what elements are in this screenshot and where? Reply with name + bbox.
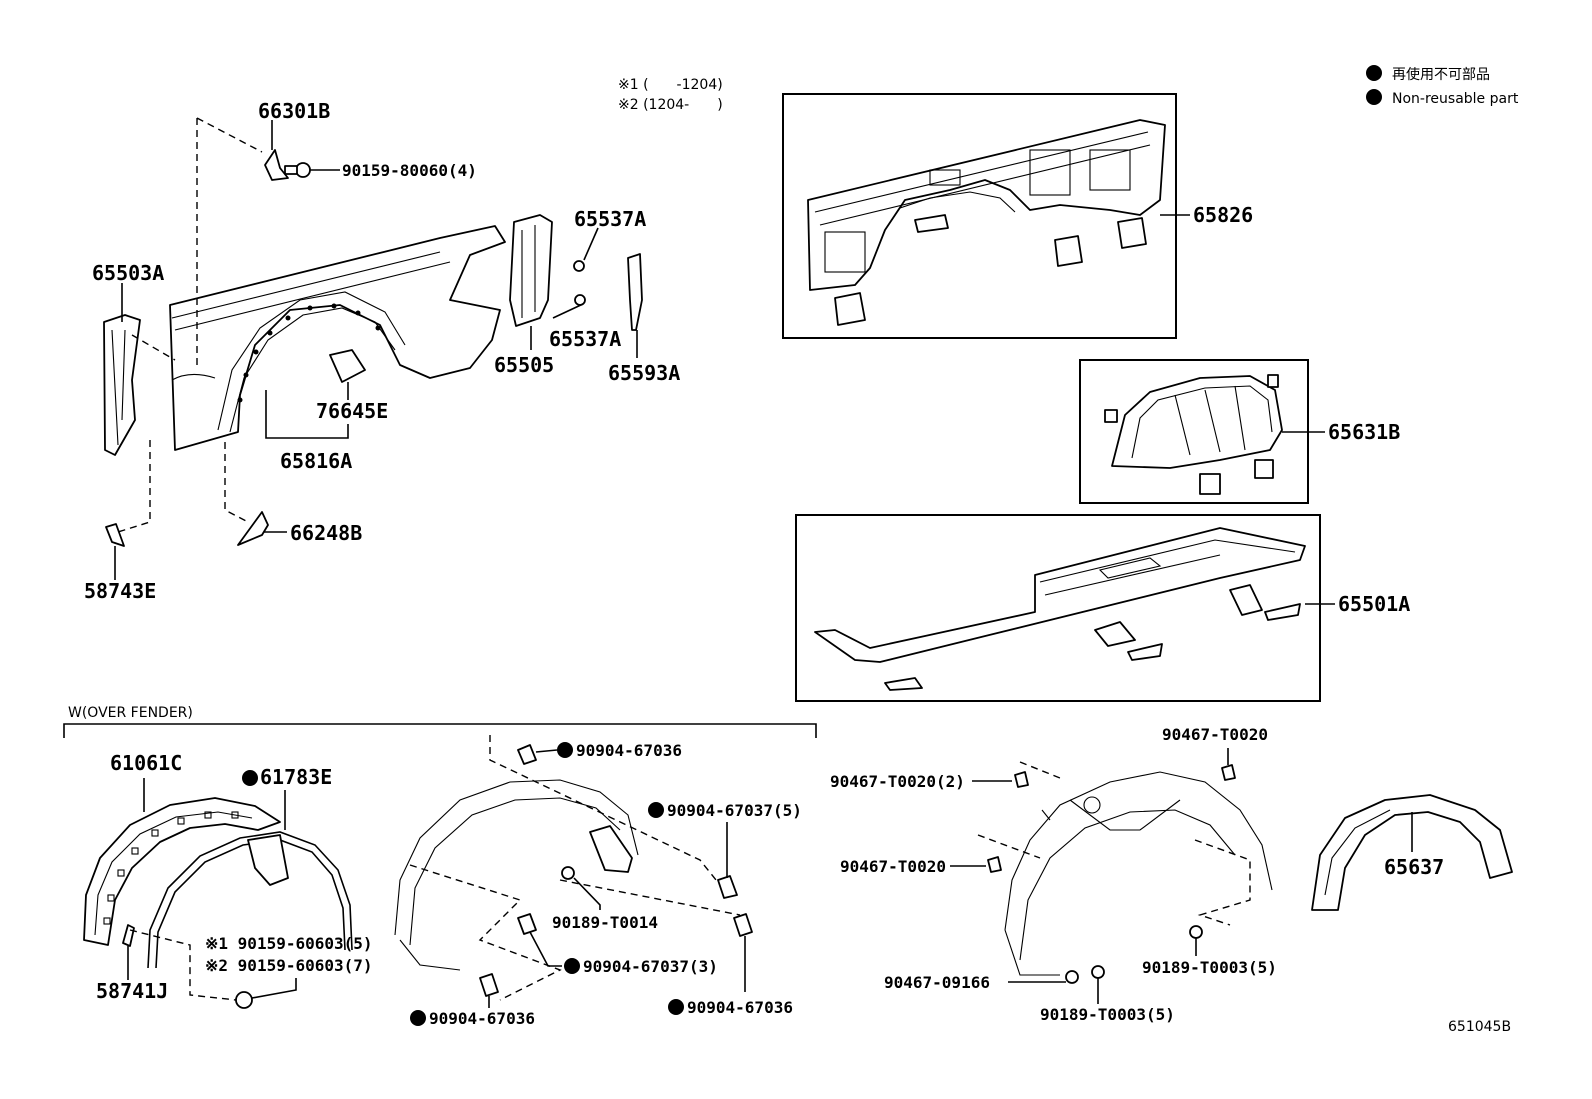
legend: 再使用不可部品 Non-reusable part bbox=[1366, 65, 1519, 107]
label-90467-T0020-mid: 90467-T0020 bbox=[840, 857, 946, 876]
non-reusable-dot-icon bbox=[1366, 65, 1382, 81]
inner-panel-65826 bbox=[807, 119, 1166, 326]
reinforcement-65505 bbox=[509, 214, 553, 327]
screw-icon bbox=[235, 991, 253, 1009]
bracket-66301B bbox=[264, 149, 289, 181]
label-76645E: 76645E bbox=[316, 399, 388, 423]
over-fender-61061C bbox=[83, 797, 281, 946]
label-90467-T0020-top: 90467-T0020 bbox=[1162, 725, 1268, 744]
label-66248B: 66248B bbox=[290, 521, 362, 545]
floor-sill-65501A bbox=[814, 527, 1306, 691]
section-bracket bbox=[63, 723, 817, 738]
box-65501A bbox=[795, 514, 1321, 702]
label-61061C: 61061C bbox=[110, 751, 182, 775]
label-90904-67036-a: 90904-67036 bbox=[576, 741, 682, 760]
moulding-61783E bbox=[147, 831, 353, 969]
label-90189-T0014: 90189-T0014 bbox=[552, 913, 658, 932]
label-58743E: 58743E bbox=[84, 579, 156, 603]
piece-58743E bbox=[105, 523, 125, 547]
bolt-icon bbox=[295, 162, 311, 178]
wheel-house-65631B bbox=[1104, 374, 1283, 495]
non-reusable-dot-icon bbox=[564, 958, 580, 974]
rivet-dots bbox=[237, 303, 381, 403]
non-reusable-dot-icon bbox=[557, 742, 573, 758]
label-65637: 65637 bbox=[1384, 855, 1444, 879]
outer-panel-assembly bbox=[103, 117, 643, 580]
label-90159-80060: 90159-80060(4) bbox=[342, 161, 477, 180]
label-65593A: 65593A bbox=[608, 361, 680, 385]
label-65816A: 65816A bbox=[280, 449, 352, 473]
section-label: W(OVER FENDER) bbox=[68, 705, 193, 721]
non-reusable-dot-icon bbox=[410, 1010, 426, 1026]
clip-icon bbox=[574, 294, 586, 306]
plate-76645E bbox=[329, 349, 366, 383]
legend-jp: 再使用不可部品 bbox=[1392, 66, 1490, 83]
label-58741J: 58741J bbox=[96, 979, 168, 1003]
diagram-id: 651045B bbox=[1448, 1019, 1511, 1035]
label-90467-T0020-2: 90467-T0020(2) bbox=[830, 772, 965, 791]
piece-58741J bbox=[122, 924, 135, 947]
label-90159-60603-1: ※1 90159-60603(5) bbox=[205, 934, 373, 953]
note-1: ※1 ( -1204) bbox=[618, 77, 723, 93]
box-65826 bbox=[782, 93, 1177, 339]
label-90189-T0003-a: 90189-T0003(5) bbox=[1142, 958, 1277, 977]
label-65631B: 65631B bbox=[1328, 420, 1400, 444]
label-65537A-top: 65537A bbox=[574, 207, 646, 231]
clip-icon bbox=[573, 260, 585, 272]
note-2: ※2 (1204- ) bbox=[618, 97, 723, 113]
strip-65593A bbox=[627, 253, 643, 331]
clips-middle bbox=[479, 744, 753, 997]
label-65501A: 65501A bbox=[1338, 592, 1410, 616]
fender-liner-middle bbox=[394, 779, 639, 971]
label-90904-67036-c: 90904-67036 bbox=[687, 998, 793, 1017]
label-65505: 65505 bbox=[494, 353, 554, 377]
label-65537A-bottom: 65537A bbox=[549, 327, 621, 351]
non-reusable-dot-icon bbox=[668, 999, 684, 1015]
label-66301B: 66301B bbox=[258, 99, 330, 123]
non-reusable-dot-icon bbox=[648, 802, 664, 818]
non-reusable-dot-icon bbox=[242, 770, 258, 786]
label-90904-67036-b: 90904-67036 bbox=[429, 1009, 535, 1028]
label-90189-T0003-b: 90189-T0003(5) bbox=[1040, 1005, 1175, 1024]
piece-66248B bbox=[237, 511, 269, 546]
liner-65637 bbox=[1311, 794, 1513, 911]
non-reusable-dot-icon bbox=[1366, 89, 1382, 105]
legend-en: Non-reusable part bbox=[1392, 91, 1519, 107]
label-90159-60603-2: ※2 90159-60603(7) bbox=[205, 956, 373, 975]
label-61783E: 61783E bbox=[260, 765, 332, 789]
label-65503A: 65503A bbox=[92, 261, 164, 285]
liner-assembly bbox=[977, 761, 1513, 984]
label-90904-67037-5: 90904-67037(5) bbox=[667, 801, 802, 820]
label-90904-67037-3: 90904-67037(3) bbox=[583, 957, 718, 976]
label-90467-09166: 90467-09166 bbox=[884, 973, 990, 992]
label-65826: 65826 bbox=[1193, 203, 1253, 227]
